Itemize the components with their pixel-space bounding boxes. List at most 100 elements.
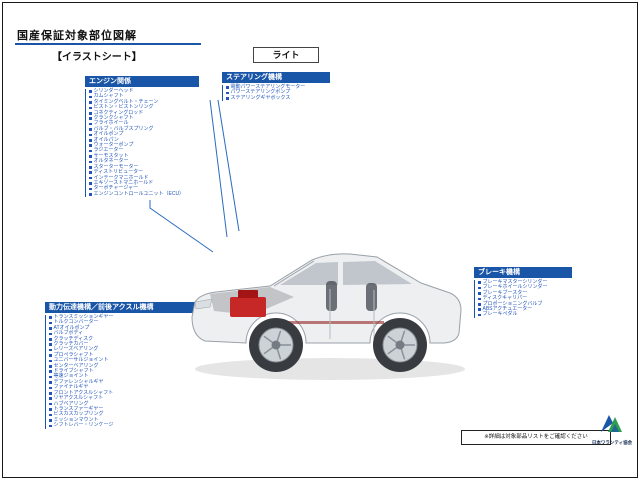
part-item: シリンダーヘッド	[88, 88, 199, 94]
part-label: ユニバーサルジョイント	[53, 357, 109, 364]
bullet-icon	[478, 297, 481, 301]
part-item: カムシャフト	[88, 93, 199, 99]
bullet-icon	[49, 408, 52, 411]
bullet-icon	[49, 370, 52, 373]
part-item: トルクコンバーター	[48, 319, 199, 326]
note-box: ※詳細は対象部品リストをご確認ください	[461, 430, 611, 445]
part-label: フロントアクスルシャフト	[53, 389, 114, 396]
bullet-icon	[49, 413, 52, 417]
section-header-drivetrain: 動力伝達機構／前後アクスル機構	[45, 302, 199, 313]
part-item: フライホイール	[88, 121, 199, 126]
bullet-icon	[89, 122, 92, 126]
bullet-icon	[478, 313, 481, 317]
part-label: ウォーターポンプ	[93, 142, 134, 149]
part-label: ラジエーター	[93, 147, 124, 154]
bullet-icon	[49, 359, 52, 363]
part-item: レリーズベアリング	[48, 347, 199, 352]
bullet-icon	[49, 386, 52, 390]
logo-mark-icon	[601, 415, 622, 432]
part-label: トランスミッションギヤー	[53, 314, 114, 320]
bullet-icon	[89, 176, 92, 180]
part-item: サーモスタット	[88, 152, 199, 159]
bullet-icon	[89, 166, 92, 169]
bullet-icon	[478, 303, 481, 306]
part-item: デファレンシャルギヤ	[48, 378, 199, 385]
bullet-icon	[89, 155, 92, 158]
bullet-icon	[226, 91, 229, 95]
part-label: 電動パワーステアリングモーター	[230, 84, 306, 90]
part-item: ウォーターポンプ	[88, 142, 199, 149]
brake-part-list: ブレーキマスターシリンダーブレーキホイールシリンダーブレーキブースターディスクキ…	[474, 279, 572, 318]
part-label: サーモスタット	[93, 152, 129, 159]
part-label: ディスクキャリパー	[482, 295, 528, 302]
page-title: 国産保証対象部位図解	[17, 30, 137, 42]
part-item: 電動パワーステアリングモーター	[225, 84, 330, 90]
part-label: デファレンシャルギヤ	[53, 378, 104, 385]
part-label: ブレーキブースター	[482, 289, 528, 296]
part-item: トランスファーギヤー	[48, 406, 199, 412]
bullet-icon	[49, 375, 52, 379]
part-label: ステアリングギヤボックス	[230, 94, 291, 101]
part-item: バルブボディ	[48, 330, 199, 337]
bullet-icon	[89, 133, 92, 137]
part-item: エンジンコントロールユニット（ECU）	[88, 191, 199, 197]
part-item: 等速ジョイント	[48, 374, 199, 379]
bullet-icon	[49, 343, 52, 346]
bullet-icon	[89, 95, 92, 99]
part-label: ATオイルポンプ	[53, 324, 90, 331]
section-header-engine: エンジン関係	[85, 76, 199, 87]
association-logo: 日本ワランティ協会	[584, 412, 640, 446]
part-item: ラジエーター	[88, 148, 199, 153]
part-label: ブレーキホイールシリンダー	[482, 284, 548, 291]
bullet-icon	[49, 381, 52, 384]
bullet-icon	[89, 128, 92, 131]
part-label: クランクシャフト	[93, 115, 134, 122]
part-label: シリンダーヘッド	[93, 88, 134, 94]
part-label: トルクコンバーター	[53, 319, 99, 326]
part-item: オイルポンプ	[88, 131, 199, 138]
part-item: シフトレバー・リンケージ	[48, 422, 199, 429]
bullet-icon	[89, 90, 92, 93]
part-item: センターベアリング	[48, 363, 199, 369]
bullet-icon	[226, 86, 229, 89]
logo-text: 日本ワランティ協会	[591, 440, 633, 445]
part-item: ビスカスカップリング	[48, 411, 199, 417]
part-label: シフトレバー・リンケージ	[53, 422, 114, 429]
bullet-icon	[49, 338, 52, 341]
bullet-icon	[89, 112, 92, 115]
part-label: オイルポンプ	[93, 131, 124, 138]
part-label: インテークマニホールド	[93, 174, 149, 181]
part-item: コネクティングロッド	[88, 110, 199, 116]
part-label: バルブボディ	[53, 330, 84, 337]
bullet-icon	[49, 424, 52, 428]
part-item: ターボチャージャー	[88, 185, 199, 191]
part-item: ディストリビューター	[88, 169, 199, 175]
bullet-icon	[49, 402, 52, 406]
bullet-icon	[49, 332, 52, 336]
bullet-icon	[89, 149, 92, 153]
part-item: フロントアクスルシャフト	[48, 389, 199, 396]
part-label: ハブベアリング	[53, 400, 89, 407]
part-label: ABSアクチュエーター	[482, 306, 533, 313]
part-label: プロペラシャフト	[53, 351, 94, 358]
bullet-icon	[89, 101, 92, 104]
section-brake: ブレーキ機構 ブレーキマスターシリンダーブレーキホイールシリンダーブレーキブース…	[474, 267, 572, 318]
part-label: 等速ジョイント	[53, 373, 89, 380]
part-label: スターターモーター	[93, 163, 139, 170]
part-label: プロポーショニングバルブ	[482, 300, 543, 307]
bullet-icon	[49, 316, 52, 319]
part-item: ATオイルポンプ	[48, 324, 199, 331]
front-wheel	[249, 318, 303, 372]
bullet-icon	[49, 354, 52, 357]
part-label: ミッションマウント	[53, 416, 99, 423]
part-item: クランクシャフト	[88, 115, 199, 122]
part-item: ドライブシャフト	[48, 368, 199, 374]
bullet-icon	[49, 392, 52, 395]
bullet-icon	[89, 193, 92, 196]
bullet-icon	[49, 419, 52, 422]
part-item: バルブ・バルブスプリング	[88, 126, 199, 132]
part-item: ブレーキブースター	[477, 289, 572, 296]
part-label: オルタネーター	[93, 158, 129, 165]
